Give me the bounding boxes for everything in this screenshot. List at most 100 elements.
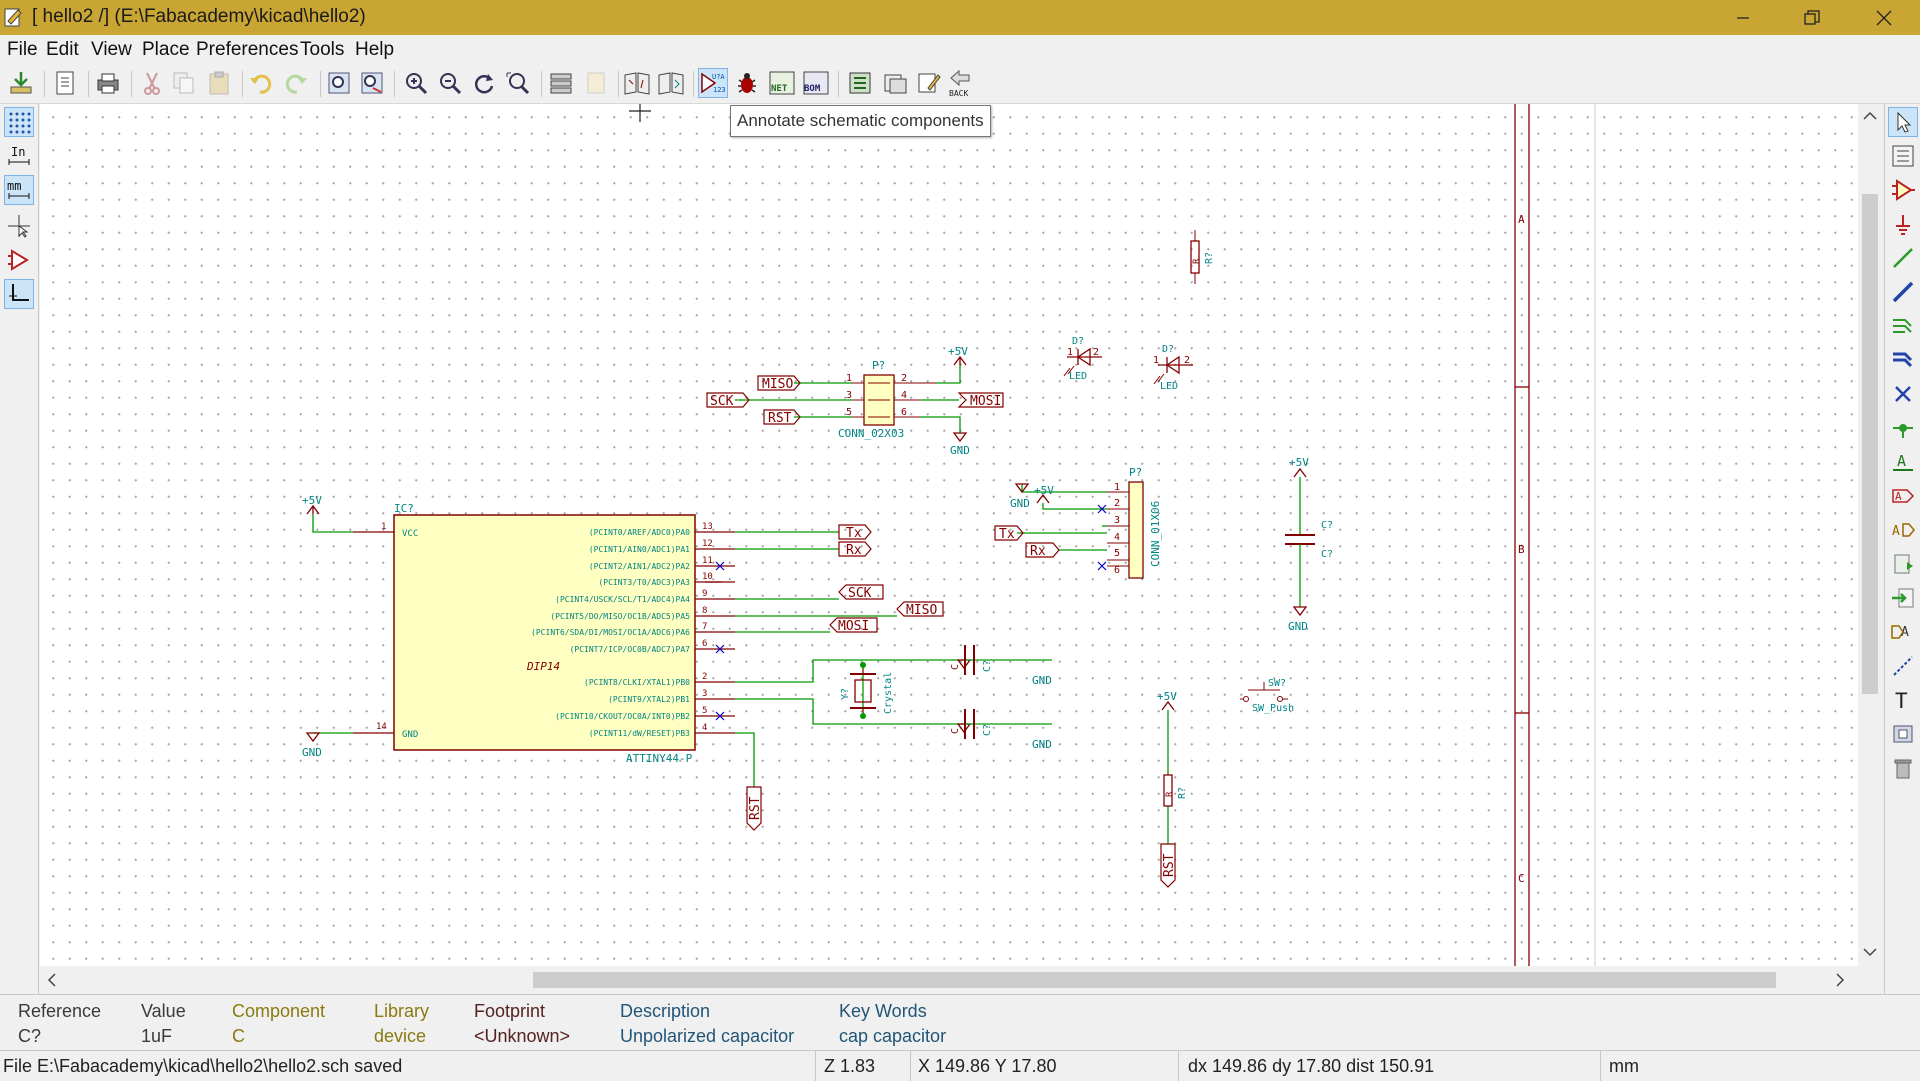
hierarchy-tool-button[interactable]	[1888, 141, 1918, 171]
capacitor-decoupling[interactable]: C? C?	[1285, 520, 1333, 560]
place-bus-button[interactable]	[1888, 277, 1918, 307]
menu-edit[interactable]: Edit	[46, 39, 79, 60]
new-sheet-button[interactable]	[6, 68, 36, 98]
minimize-button[interactable]	[1714, 0, 1772, 35]
menu-tools[interactable]: Tools	[300, 39, 345, 60]
svg-text:A: A	[1895, 490, 1902, 503]
erc-button[interactable]	[732, 68, 762, 98]
svg-text:2: 2	[901, 373, 907, 384]
capacitor-crystal-1[interactable]: C C?	[950, 645, 993, 675]
title-bar: [ hello2 /] (E:\Fabacademy\kicad\hello2)	[0, 0, 1920, 35]
menu-file[interactable]: File	[7, 39, 38, 60]
net-label-button[interactable]: A	[1888, 447, 1918, 477]
paste-button[interactable]	[204, 68, 234, 98]
place-wire-button[interactable]	[1888, 243, 1918, 273]
graphic-text-button[interactable]: T	[1888, 685, 1918, 715]
cvpcb-button[interactable]	[845, 68, 875, 98]
zoom-fit-button[interactable]	[503, 68, 533, 98]
copy-button[interactable]	[169, 68, 199, 98]
close-button[interactable]	[1855, 0, 1913, 35]
redo-button[interactable]	[281, 68, 311, 98]
crystal[interactable]: Y? Crystal	[840, 662, 894, 719]
wire-bus-entry-button[interactable]	[1888, 311, 1918, 341]
cut-button[interactable]	[137, 68, 167, 98]
isp-connector[interactable]: P? CONN_02X03 1 2 3 4 5 6	[838, 359, 936, 440]
ic-attiny44[interactable]: IC? ATTINY44-P DIP14 VCC GND 1 14 13(PCI…	[353, 502, 735, 765]
grid-icon	[9, 112, 31, 134]
bus-bus-entry-button[interactable]	[1888, 345, 1918, 375]
zoom-out-button[interactable]	[435, 68, 465, 98]
ic-package: DIP14	[526, 660, 560, 673]
zoom-in-icon	[406, 73, 428, 95]
ftdi-connector[interactable]: P? CONN_01X06 1 2 3 4 5 6	[1107, 466, 1162, 579]
sheet-icon	[1894, 554, 1913, 574]
find-button[interactable]	[324, 68, 354, 98]
grid-toggle-button[interactable]	[4, 107, 34, 137]
sheet-pin-button[interactable]: A	[1888, 617, 1918, 647]
place-power-button[interactable]	[1888, 209, 1918, 239]
resistor-2[interactable]: R R?	[1163, 774, 1188, 807]
junction-button[interactable]	[1888, 413, 1918, 443]
label-miso-ic: MISO	[906, 603, 937, 618]
menu-place[interactable]: Place	[142, 39, 190, 60]
delete-item-button[interactable]	[1888, 753, 1918, 783]
import-sheet-pin-button[interactable]	[1888, 583, 1918, 613]
leave-sheet-button[interactable]	[581, 68, 611, 98]
library-editor-button[interactable]	[622, 68, 652, 98]
image-button[interactable]	[1888, 719, 1918, 749]
ic-pin-number: 13	[702, 522, 713, 532]
window-title: [ hello2 /] (E:\Fabacademy\kicad\hello2)	[32, 6, 366, 27]
graphic-line-button[interactable]	[1888, 651, 1918, 681]
undo-button[interactable]	[246, 68, 276, 98]
switch[interactable]: SW? SW_Push	[1240, 678, 1294, 714]
horizontal-scrollbar[interactable]	[40, 966, 1858, 994]
edit-fields-button[interactable]	[914, 68, 944, 98]
units-mm-button[interactable]: mm	[4, 175, 34, 205]
place-component-button[interactable]	[1888, 175, 1918, 205]
cursor-shape-button[interactable]	[4, 211, 34, 241]
hierarchical-sheet-button[interactable]	[1888, 549, 1918, 579]
svg-text:1: 1	[846, 373, 852, 384]
find-replace-icon	[361, 72, 383, 94]
capacitor-crystal-2[interactable]: C C?	[950, 709, 993, 739]
led-1[interactable]: D? 1 2 LED	[1063, 336, 1102, 382]
wire-angle-button[interactable]	[4, 279, 34, 309]
select-tool-button[interactable]	[1888, 107, 1918, 137]
svg-text:R?: R?	[1204, 252, 1215, 264]
restore-icon	[1804, 9, 1820, 25]
pcbnew-button[interactable]	[880, 68, 910, 98]
schematic-canvas[interactable]: A B C IC? ATTINY44-P DIP14 VCC GND 1 14 …	[40, 104, 1858, 966]
resistor-1[interactable]: R R?	[1190, 230, 1215, 284]
hierarchy-navigator-button[interactable]	[546, 68, 576, 98]
component-icon	[1892, 179, 1915, 201]
library-browser-button[interactable]	[656, 68, 686, 98]
mm-units-icon: mm	[7, 179, 30, 199]
netlist-button[interactable]: NET	[767, 68, 797, 98]
units-inch-button[interactable]: In	[4, 141, 34, 171]
redraw-button[interactable]	[469, 68, 499, 98]
vertical-scrollbar[interactable]	[1858, 104, 1882, 966]
menu-help[interactable]: Help	[355, 39, 395, 60]
find-replace-button[interactable]	[357, 68, 387, 98]
svg-text:2: 2	[1184, 355, 1190, 366]
isp-value: CONN_02X03	[838, 427, 904, 440]
no-connect-button[interactable]	[1888, 379, 1918, 409]
print-button[interactable]	[93, 68, 123, 98]
menu-preferences[interactable]: Preferences	[196, 39, 299, 60]
bom-button[interactable]: BOM	[801, 68, 831, 98]
hierarchical-label-button[interactable]: A	[1888, 515, 1918, 545]
menu-view[interactable]: View	[91, 39, 132, 60]
hidden-pins-button[interactable]	[4, 245, 34, 275]
page-settings-button[interactable]	[50, 68, 80, 98]
zoom-in-button[interactable]	[401, 68, 431, 98]
back-button[interactable]: BACK	[946, 68, 976, 98]
global-label-button[interactable]: A	[1888, 481, 1918, 511]
led-2[interactable]: D? 1 2 LED	[1153, 344, 1193, 392]
hier-label-icon: A	[1892, 523, 1915, 539]
restore-button[interactable]	[1783, 0, 1841, 35]
ic-pin-name: (PCINT0/AREF/ADC0)PA0	[589, 528, 690, 537]
svg-text:GND: GND	[1288, 620, 1308, 633]
